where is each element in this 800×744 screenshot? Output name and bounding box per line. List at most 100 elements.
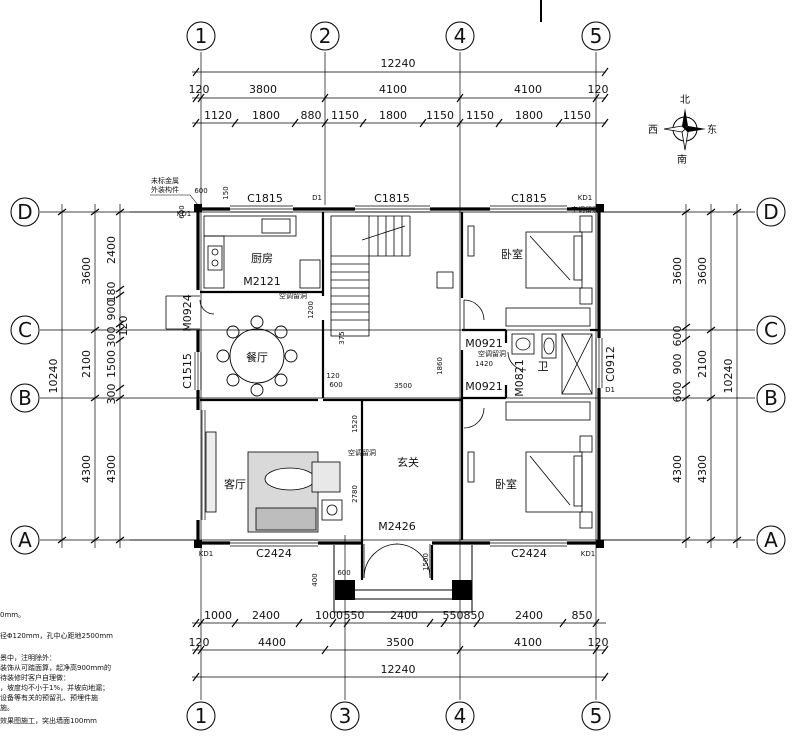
dim-top-inner-6: 1150: [426, 109, 454, 122]
window-c1815-bedroom: C1815: [511, 192, 547, 205]
dining-table-icon: [216, 315, 298, 397]
note-line-6: ，坡度均不小于1%，并坡向地漏；: [0, 683, 109, 692]
dim-right-inner-3: 900: [671, 354, 684, 375]
left-dimension-text: 10240 3600 2100 4300 2400 180 900 120 30…: [47, 236, 130, 483]
window-c2424-living: C2424: [256, 547, 292, 560]
dim-left-inner-1: 2400: [105, 236, 118, 264]
axis-lines: [40, 52, 755, 700]
dim-left-inner-7: 300: [105, 384, 118, 405]
note-line-2: 径Φ120mm，孔中心距地2500mm: [0, 631, 113, 640]
axis-label-right-a: A: [764, 528, 778, 552]
compass-north-label: 北: [680, 94, 690, 106]
dim-left-outer-2: 2100: [80, 350, 93, 378]
bathroom-fixtures: [511, 333, 593, 395]
axis-label-left-d: D: [17, 200, 32, 224]
kitchen-fixtures: [203, 215, 454, 289]
dim-bottom-inner-8: 2400: [515, 609, 543, 622]
dim-right-total: 10240: [722, 359, 735, 394]
dim-bottom-mid-3: 3500: [386, 636, 414, 649]
label-600-d: 600: [337, 569, 350, 577]
top-dimension-text: 12240 120 3800 4100 4100 120 1120 1800 8…: [189, 57, 609, 122]
kd1-top-right: KD1: [578, 194, 592, 202]
compass-icon: [663, 108, 706, 151]
dim-bottom-mid-1: 120: [189, 636, 210, 649]
note-line-7: 设备等有关的预留孔、预埋件施: [0, 693, 98, 702]
dim-left-inner-5: 300: [105, 327, 118, 348]
dim-right-outer-3: 4300: [696, 455, 709, 483]
dim-left-total: 10240: [47, 359, 60, 394]
axis-label-left-a: A: [18, 528, 32, 552]
label-375: 375: [338, 331, 346, 344]
label-1520: 1520: [351, 415, 359, 433]
columns: [194, 204, 604, 600]
dim-top-inner-9: 1150: [563, 109, 591, 122]
dim-bottom-mid-5: 120: [588, 636, 609, 649]
ac-note-bath: 空调留洞: [478, 349, 506, 358]
dim-right-inner-5: 4300: [671, 455, 684, 483]
dim-bottom-inner-7: 850: [464, 609, 485, 622]
dim-bottom-inner-5: 2400: [390, 609, 418, 622]
windows-graphic: [194, 205, 603, 547]
dim-bottom-inner-3: 1000: [315, 609, 343, 622]
dim-top-inner-3: 880: [301, 109, 322, 122]
walls: [196, 206, 602, 546]
room-bedroom-bottom: 卧室: [495, 477, 517, 491]
porch: [333, 545, 473, 613]
room-dining: 餐厅: [246, 350, 268, 364]
dim-top-mid-5: 120: [588, 83, 609, 96]
dim-bottom-inner-9: 850: [572, 609, 593, 622]
annotation-leader: [150, 194, 199, 206]
dim-bottom-mid-2: 4400: [258, 636, 286, 649]
right-dimensions: [600, 204, 742, 548]
note-line-9: 效果图施工，突出墙面100mm: [0, 716, 97, 725]
dim-top-inner-1: 1120: [204, 109, 232, 122]
note-line-4: 装饰从可踏面算，起净高900mm的: [0, 663, 111, 672]
dim-left-inner-4: 120: [117, 316, 130, 337]
dim-top-inner-4: 1150: [331, 109, 359, 122]
dim-right-inner-4: 600: [671, 382, 684, 403]
label-1420: 1420: [475, 360, 493, 368]
dim-bottom-mid-4: 4100: [514, 636, 542, 649]
bedroom-furniture: [467, 215, 593, 529]
dim-left-outer-3: 4300: [80, 455, 93, 483]
ac-note-top-bedroom: 空调留洞: [571, 205, 599, 214]
note-line-3: 景中，注明除外：: [0, 653, 56, 662]
dim-bottom-total: 12240: [381, 663, 416, 676]
kd1-top-left: KD1: [177, 210, 191, 218]
axis-bubbles: [10, 21, 786, 731]
compass-west-label: 西: [648, 125, 658, 136]
door-m0924: M0924: [181, 294, 194, 332]
dim-top-total: 12240: [381, 57, 416, 70]
label-1200: 1200: [307, 301, 315, 319]
door-m0921-top: M0921: [465, 337, 503, 350]
left-dimensions: [57, 204, 200, 548]
axis-label-top-4: 5: [590, 24, 603, 48]
label-2780: 2780: [351, 485, 359, 503]
door-labels: M2121 M0924 M0921 M0921 M0821 M2426: [181, 275, 526, 533]
room-entry: 玄关: [397, 455, 419, 469]
label-1860: 1860: [436, 357, 444, 375]
window-c1815-kitchen: C1815: [247, 192, 283, 205]
right-dimension-text: 3600 600 900 600 4300 3600 2100 4300 102…: [671, 257, 735, 483]
label-3500: 3500: [394, 382, 412, 390]
ac-note-entry: 空调留洞: [348, 448, 376, 457]
axis-label-left-c: C: [18, 318, 32, 342]
dim-top-mid-4: 4100: [514, 83, 542, 96]
axis-label-bottom-2: 3: [339, 704, 352, 728]
top-dimensions: [192, 67, 609, 128]
window-labels: C1815 C1815 C1815 C1515 C0912 C2424 C242…: [181, 192, 617, 560]
window-c1515: C1515: [181, 353, 194, 389]
dim-bottom-inner-6: 550: [443, 609, 464, 622]
axis-label-top-2: 2: [319, 24, 332, 48]
label-600-b: 600: [178, 205, 186, 218]
dim-top-inner-8: 1800: [515, 109, 543, 122]
window-c0912: C0912: [604, 346, 617, 382]
axis-label-right-c: C: [764, 318, 778, 342]
bottom-dimensions: [192, 618, 609, 682]
label-150: 150: [222, 186, 230, 199]
misc-labels: KD1 D1 D1 KD1 KD1 KD1 600 150 600 1200 3…: [177, 186, 615, 586]
room-living: 客厅: [224, 477, 246, 491]
kd1-bottom-right: KD1: [581, 550, 595, 558]
dim-left-inner-3: 900: [105, 300, 118, 321]
